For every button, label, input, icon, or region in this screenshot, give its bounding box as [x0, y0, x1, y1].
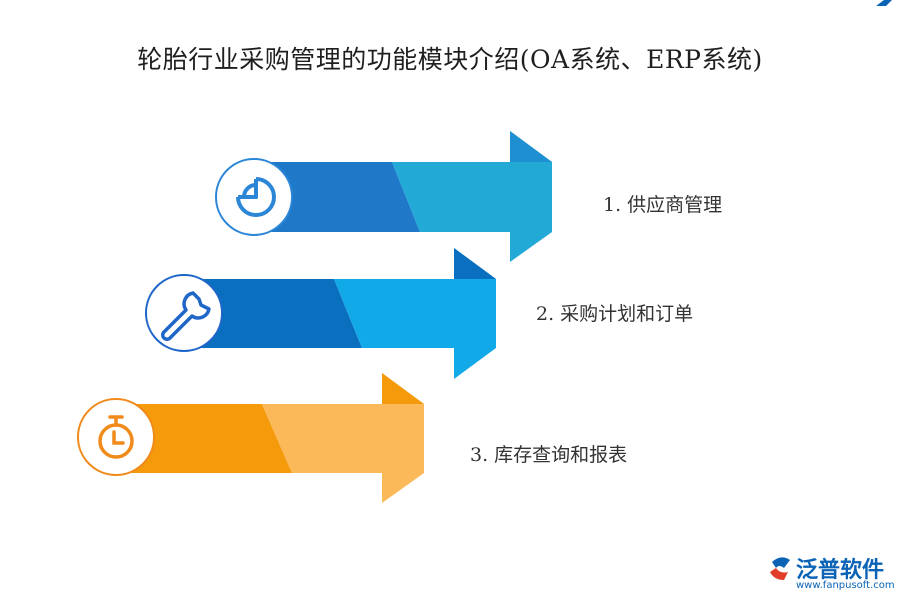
arrow-1-body	[392, 131, 552, 262]
wrench-icon	[161, 291, 211, 341]
arrow-3	[77, 373, 424, 503]
item-1-label: 1. 供应商管理	[603, 194, 723, 216]
icon-circle-3	[77, 398, 155, 476]
arrow-2-tail	[186, 279, 362, 348]
arrow-3-tail	[118, 404, 292, 473]
page-title: 轮胎行业采购管理的功能模块介绍(OA系统、ERP系统)	[137, 45, 763, 74]
arrow-2	[145, 248, 496, 379]
brand-logo: 泛普软件 www.fanpusoft.com	[768, 552, 895, 596]
item-3-label: 3. 库存查询和报表	[470, 444, 628, 466]
item-2-label: 2. 采购计划和订单	[536, 303, 694, 325]
arrow-3-body	[262, 373, 424, 503]
pie-chart-icon	[236, 177, 276, 217]
corner-mark-icon	[876, 0, 892, 6]
arrow-3-head-shade	[382, 373, 424, 404]
logo-url: www.fanpusoft.com	[796, 580, 895, 591]
logo-name: 泛普软件	[796, 558, 885, 583]
arrow-1	[215, 131, 552, 262]
arrow-1-tail	[254, 162, 420, 232]
logo-icon	[770, 557, 790, 580]
stopwatch-icon	[98, 415, 134, 459]
arrow-2-body	[334, 248, 496, 379]
arrow-2-head-shade	[454, 248, 496, 279]
arrow-1-head-shade	[510, 131, 552, 162]
